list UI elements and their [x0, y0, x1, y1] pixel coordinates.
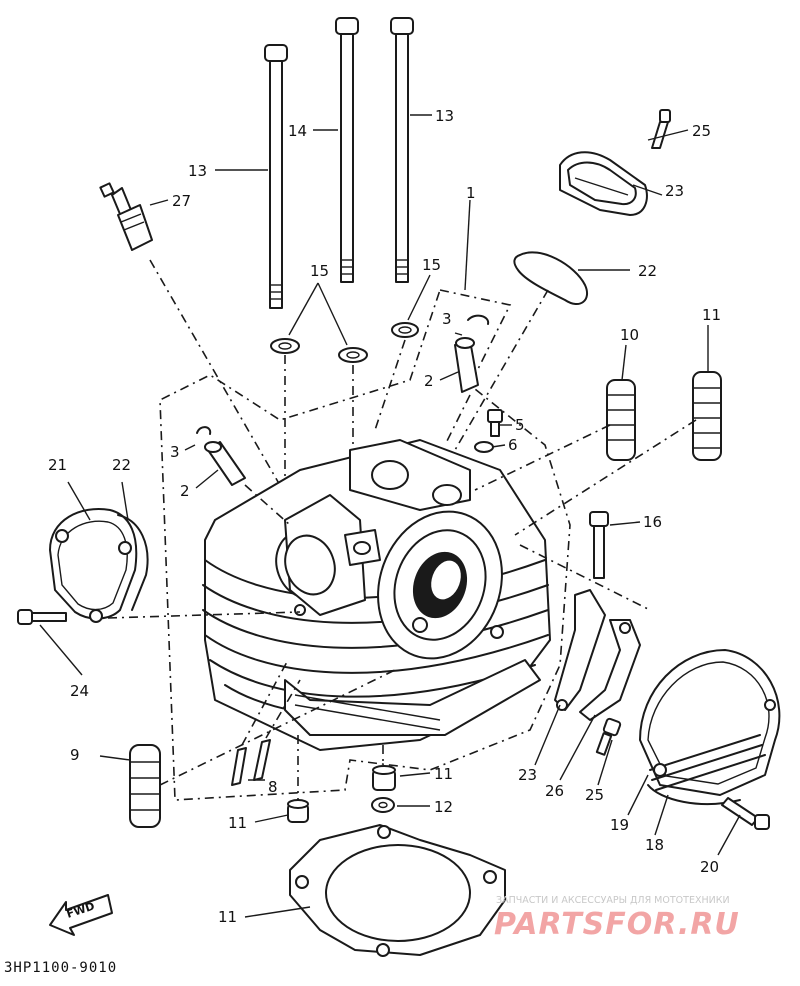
callout-label: 23: [518, 766, 537, 784]
washer-15-right: [391, 322, 419, 338]
head-gasket-10: [289, 824, 506, 957]
callout-labels: 13 14 13 27 15 15 1 23 25 22 10 11 16 3 …: [48, 107, 721, 926]
callout-label: 3: [442, 310, 452, 328]
bolt-23-top: [651, 109, 671, 149]
bolt-23-left: [17, 609, 67, 625]
valve-guide-2-left: [204, 441, 246, 486]
spark-plug: [99, 182, 153, 251]
callout-label: 11: [702, 306, 721, 324]
forward-arrow: FWD: [49, 894, 113, 936]
callout-label: 21: [48, 456, 67, 474]
bracket-26: [579, 619, 641, 721]
washer-12: [371, 797, 395, 813]
plug-8: [606, 379, 636, 461]
gasket-22-left: [117, 514, 149, 611]
assembly-outline: [159, 289, 571, 801]
callout-label: 1: [466, 184, 476, 202]
callout-label: 5: [515, 416, 525, 434]
bolt-19: [721, 797, 770, 830]
part-code: 3HP1100-9010: [4, 960, 117, 976]
washer-15-left: [270, 338, 300, 354]
side-cover-21: [49, 508, 138, 623]
bolt-4: [487, 409, 503, 437]
head-bolt-right: [390, 17, 414, 283]
callout-label: 26: [545, 782, 564, 800]
callout-label: 11: [228, 814, 247, 832]
callout-label: 23: [665, 182, 684, 200]
callout-label: 12: [434, 798, 453, 816]
dowel-11-left: [287, 799, 309, 823]
chain-guide-24: [554, 589, 606, 711]
callout-label: 2: [424, 372, 434, 390]
cam-cover-18: [639, 649, 781, 796]
callout-label: 19: [610, 816, 629, 834]
watermark-brand: PARTSFOR.RU: [494, 907, 740, 942]
callout-label: 13: [435, 107, 454, 125]
stud-6: [231, 739, 271, 786]
plug-7: [129, 744, 161, 828]
o-ring-22-top: [513, 251, 588, 305]
callout-label: 15: [422, 256, 441, 274]
head-bolt-middle: [335, 17, 359, 283]
callout-label: 27: [172, 192, 191, 210]
callout-label: 25: [692, 122, 711, 140]
callout-label: 9: [70, 746, 80, 764]
bolt-16: [589, 511, 609, 579]
valve-guide-2-right: [454, 337, 479, 393]
circlip-3-left: [196, 426, 212, 435]
callout-label: 24: [70, 682, 89, 700]
tappet-cover-20: [559, 151, 648, 216]
plug-9: [692, 371, 722, 461]
callout-label: 14: [288, 122, 307, 140]
washer-5: [474, 441, 494, 453]
callout-label: 20: [700, 858, 719, 876]
callout-label: 16: [643, 513, 662, 531]
callout-label: 6: [508, 436, 518, 454]
callout-label: 11: [218, 908, 237, 926]
head-bolt-left: [264, 44, 288, 309]
callout-label: 10: [620, 326, 639, 344]
callout-label: 18: [645, 836, 664, 854]
callout-label: 13: [188, 162, 207, 180]
callout-label: 25: [585, 786, 604, 804]
circlip-3-right: [467, 314, 490, 325]
callout-label: 11: [434, 765, 453, 783]
callout-label: 8: [268, 778, 278, 796]
cylinder-head: [202, 439, 551, 751]
callout-label: 22: [638, 262, 657, 280]
bolt-25: [595, 717, 622, 756]
leader-lines: [39, 114, 741, 918]
callout-label: 22: [112, 456, 131, 474]
callout-label: 2: [180, 482, 190, 500]
callout-label: 3: [170, 443, 180, 461]
watermark-tagline: ЗАПЧАСТИ И АКСЕССУАРЫ ДЛЯ МОТОТЕХНИКИ: [496, 895, 730, 906]
callout-label: 15: [310, 262, 329, 280]
dowel-11-right: [372, 765, 396, 791]
washer-15-middle: [338, 347, 368, 363]
